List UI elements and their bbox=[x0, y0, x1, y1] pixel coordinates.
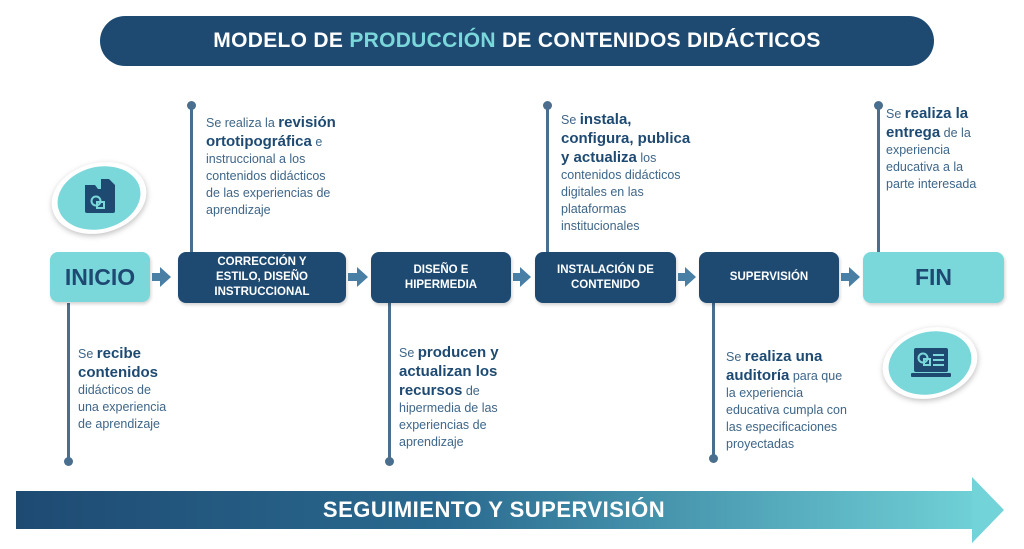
arrow-stem-1 bbox=[152, 273, 161, 281]
step-fin: FIN bbox=[863, 252, 1004, 303]
note-diseno: Se producen y actualizan los recursos de… bbox=[399, 344, 499, 449]
connector-correccion bbox=[190, 105, 193, 252]
arrow-right-icon bbox=[685, 267, 696, 287]
step-fin-label: FIN bbox=[914, 264, 953, 290]
note-correccion: Se realiza la revisión ortotipográfica e… bbox=[206, 114, 336, 217]
step-diseno-label: DISEÑO E HIPERMEDIA bbox=[404, 263, 478, 291]
step-diseno: DISEÑO E HIPERMEDIA bbox=[371, 252, 511, 303]
footer-label: SEGUIMIENTO Y SUPERVISIÓN bbox=[322, 497, 666, 522]
step-correccion-label: CORRECCIÓN Y ESTILO, DISEÑO INSTRUCCIONA… bbox=[214, 256, 310, 298]
note-instalacion: Se instala, configura, publica y actuali… bbox=[561, 111, 691, 233]
note-supervision: Se realiza una auditoría para que la exp… bbox=[726, 348, 847, 451]
footer-arrow-head-icon bbox=[972, 477, 1004, 543]
arrow-right-icon bbox=[849, 267, 860, 287]
connector-inicio bbox=[67, 303, 70, 461]
step-inicio-label: INICIO bbox=[64, 263, 136, 290]
arrow-stem-4 bbox=[678, 273, 686, 281]
step-supervision: SUPERVISIÓN bbox=[699, 252, 839, 303]
dot-inicio bbox=[64, 457, 73, 466]
arrow-stem-5 bbox=[841, 273, 850, 281]
title-text-after: DE CONTENIDOS DIDÁCTICOS bbox=[501, 29, 821, 52]
note-fin: Se realiza la entrega de la experiencia … bbox=[886, 105, 977, 191]
step-supervision-label: SUPERVISIÓN bbox=[729, 271, 809, 283]
arrow-stem-3 bbox=[513, 273, 521, 281]
arrow-right-icon bbox=[357, 267, 368, 287]
step-instalacion-label: INSTALACIÓN DE CONTENIDO bbox=[557, 263, 654, 291]
dot-instalacion bbox=[543, 101, 552, 110]
title-text-before: MODELO DE bbox=[213, 29, 344, 52]
arrow-stem-2 bbox=[348, 273, 358, 281]
title-banner: MODELO DE PRODUCCIÓN DE CONTENIDOS DIDÁC… bbox=[100, 16, 934, 66]
arrow-right-icon bbox=[160, 267, 171, 287]
step-correccion: CORRECCIÓN Y ESTILO, DISEÑO INSTRUCCIONA… bbox=[178, 252, 346, 303]
title-text-highlight: PRODUCCIÓN bbox=[349, 29, 496, 52]
start-icon-badge bbox=[43, 152, 155, 244]
arrow-right-icon bbox=[520, 267, 531, 287]
dot-supervision bbox=[709, 454, 718, 463]
footer-arrow-bar: SEGUIMIENTO Y SUPERVISIÓN bbox=[16, 491, 972, 529]
note-inicio: Se recibe contenidos didácticos de una e… bbox=[78, 345, 167, 431]
dot-fin bbox=[874, 101, 883, 110]
dot-diseno bbox=[385, 457, 394, 466]
connector-supervision bbox=[712, 303, 715, 458]
connector-instalacion bbox=[546, 105, 549, 252]
step-instalacion: INSTALACIÓN DE CONTENIDO bbox=[535, 252, 676, 303]
monitor-presentation-icon bbox=[911, 348, 951, 377]
end-icon-badge bbox=[874, 317, 986, 409]
folder-share-icon bbox=[85, 179, 115, 213]
connector-fin bbox=[877, 105, 880, 252]
dot-correccion bbox=[187, 101, 196, 110]
connector-diseno bbox=[388, 303, 391, 461]
step-inicio: INICIO bbox=[50, 252, 150, 302]
